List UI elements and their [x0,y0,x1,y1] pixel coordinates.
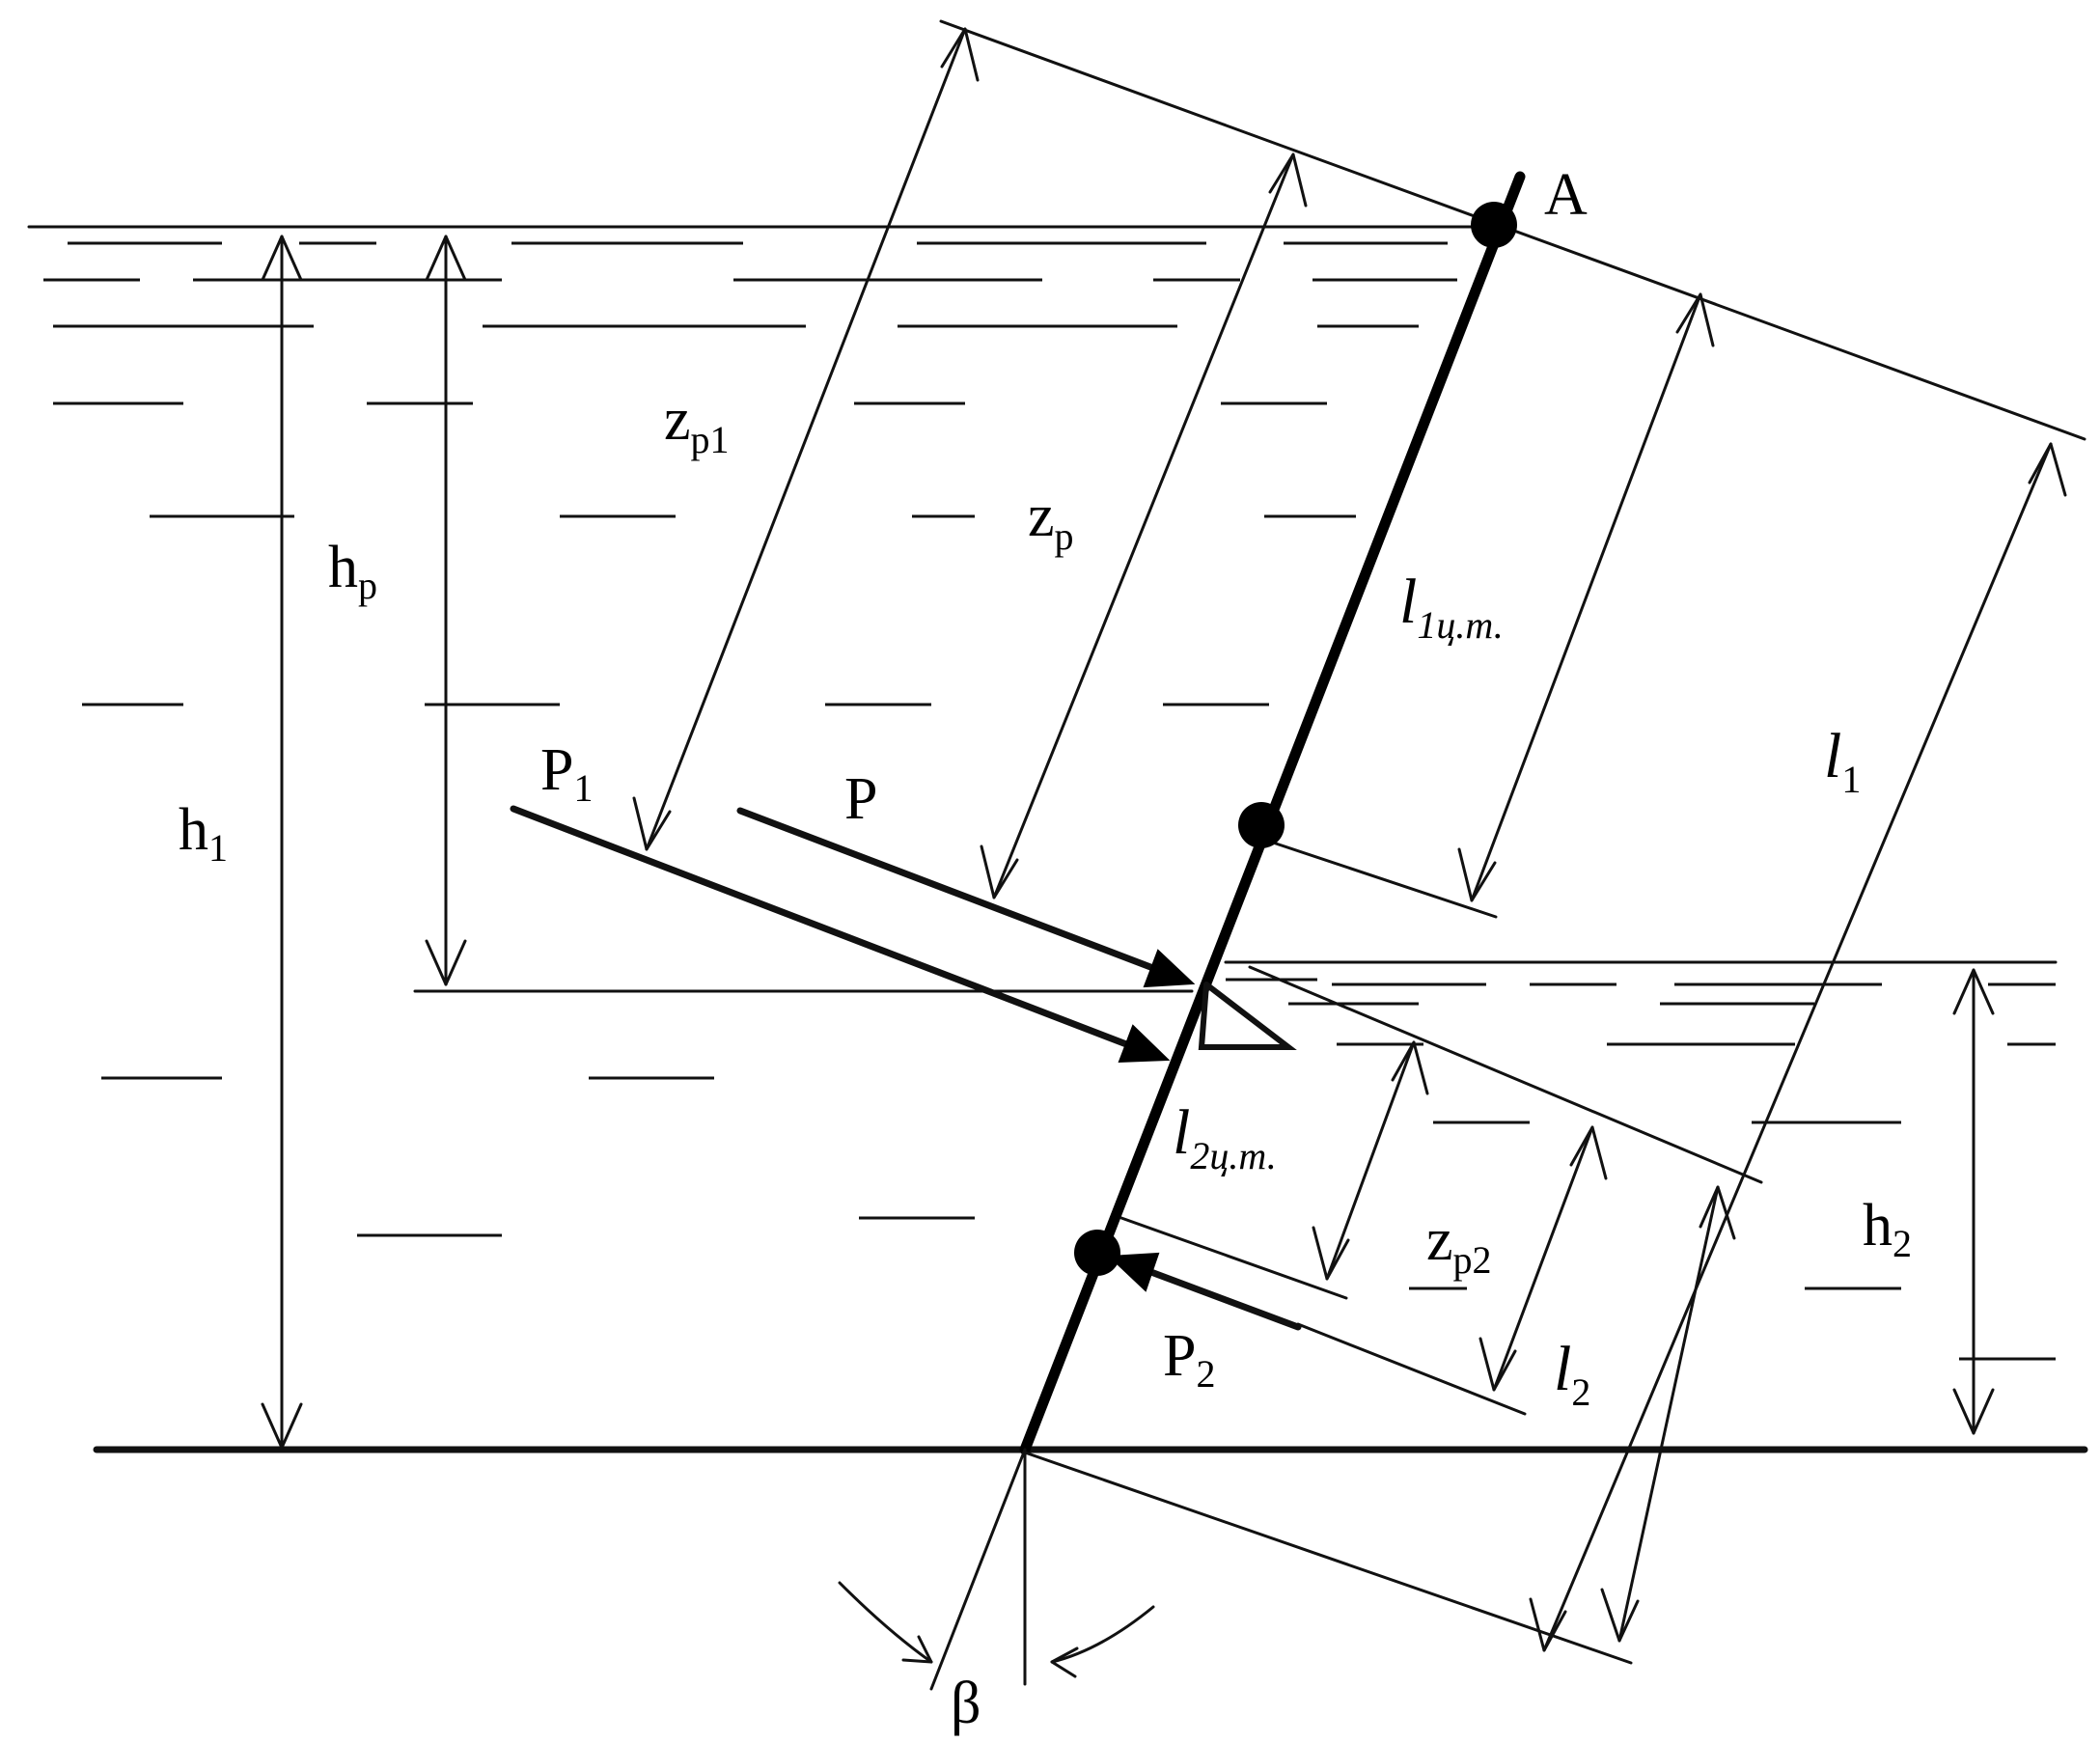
force-P-arrow [736,807,1196,988]
point-A [1471,202,1517,248]
center-of-mass-2 [1074,1230,1120,1276]
force-P1-arrow [510,805,1171,1064]
label-l2: l2 [1554,1334,1590,1414]
l2cm-dimension [1312,1040,1429,1281]
downstream-water-surface [1224,960,2058,1361]
label-P2: P2 [1163,1323,1215,1396]
right-angle-marker [1198,982,1297,1050]
label-zp2: zp2 [1426,1207,1492,1282]
h2-dimension [1952,968,1995,1435]
zp2-dimension [1478,1125,1608,1392]
label-zp: zp [1028,484,1074,558]
center-of-mass-1 [1238,802,1285,848]
normal-reference-lines [939,19,2086,1665]
zp-dimension [980,152,1308,899]
force-P2-arrow [1107,1252,1302,1331]
zp1-dimension [632,27,980,851]
hp-dimension [425,235,467,986]
h1-dimension [261,235,303,1450]
l2-dimension [1600,1185,1736,1643]
label-beta: β [951,1671,981,1736]
l1-dimension [1529,442,2067,1652]
label-l2cm: l2ц.т. [1173,1097,1277,1177]
wall-extension-line [929,1448,1027,1691]
label-l1cm: l1ц.т. [1399,567,1504,647]
l1cm-dimension [1457,292,1715,902]
label-A: A [1544,162,1588,228]
beta-angle-arcs [838,1581,1155,1678]
label-h2: h2 [1863,1193,1912,1265]
label-zp1: zp1 [664,387,730,461]
label-hp: hp [328,535,377,607]
label-P: P [844,766,877,832]
upstream-water-hatching [43,241,1457,1237]
label-l1: l1 [1824,721,1861,801]
label-h1: h1 [179,797,228,870]
label-P1: P1 [540,737,593,810]
